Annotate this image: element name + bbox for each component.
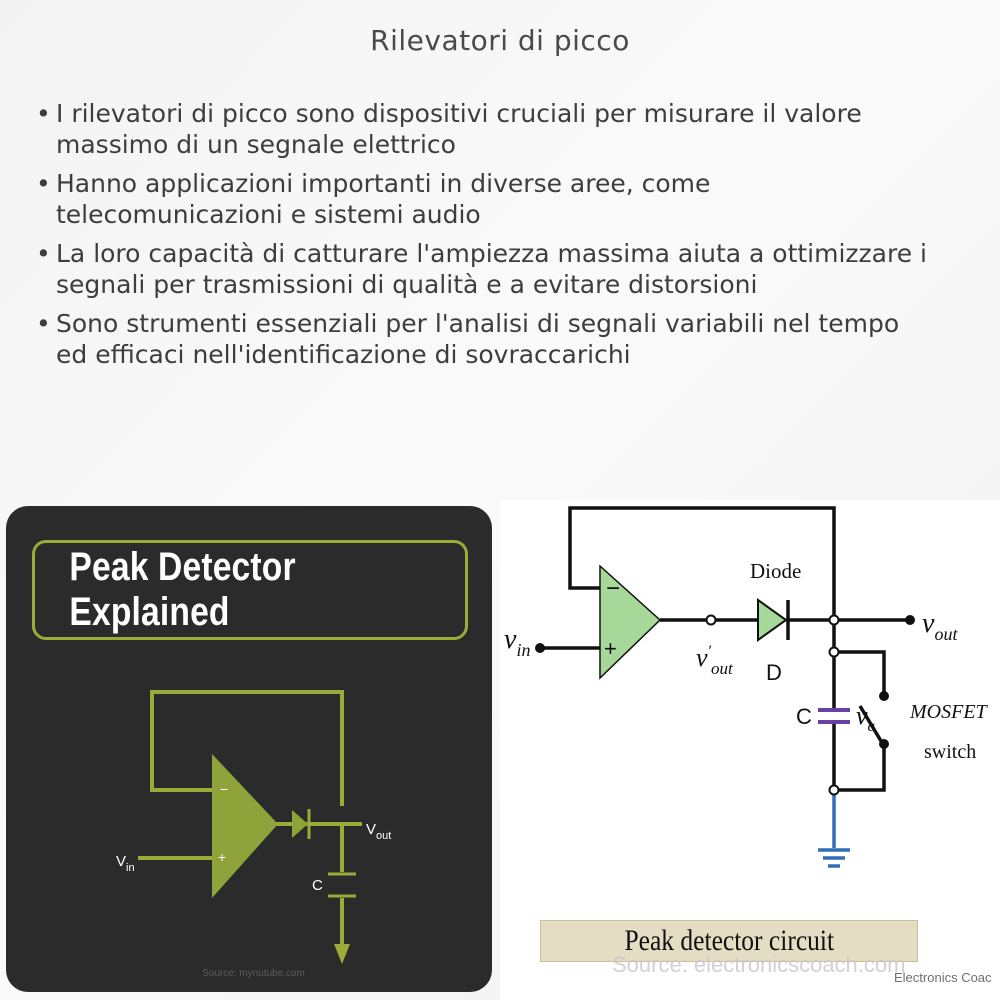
left-circuit-diagram: − + Vin Vout C [116,690,391,964]
switch-node [828,646,840,658]
vin-label: vin [504,624,530,660]
junction-node [828,614,840,626]
brand-watermark: Electronics Coac [894,970,992,985]
mosfet-label: MOSFET [909,701,989,723]
image-source: Source: electronicscoach.com [612,952,906,977]
switch-label: switch [924,741,976,763]
banner-title: Peak Detector Explained [69,545,296,634]
vin-label: Vin [116,853,135,874]
vout-label: vout [922,608,958,644]
vout-label: Vout [366,821,391,842]
diode-triangle [292,810,308,838]
opamp-plus: + [604,636,617,661]
mosfet-switch-blade [858,705,886,747]
right-circuit-diagram: − + Diode D vin v′out vout C vc MOSFET s… [504,506,989,868]
vin-terminal [535,643,545,653]
opamp-triangle [599,564,662,680]
bullet-item: I rilevatori di picco sono dispositivi c… [36,98,936,160]
bullet-list: I rilevatori di picco sono dispositivi c… [36,98,936,378]
cap-label: C [312,877,323,894]
vout-prime-node [705,614,717,626]
diode-label: Diode [750,559,801,583]
bullet-item: La loro capacità di catturare l'ampiezza… [36,238,936,300]
vc-label: vc [856,701,875,735]
peak-detector-circuit-image: − + Diode D vin v′out vout C vc MOSFET s… [500,500,1000,1000]
vout-prime-label: v′out [696,643,734,678]
bullet-item: Sono strumenti essenziali per l'analisi … [36,308,936,370]
opamp-triangle [212,754,278,898]
peak-detector-explained-image: Peak Detector Explained − + Vin Vout C S… [6,506,492,992]
switch-bottom-wire [834,746,886,792]
ground-arrow [334,944,350,964]
feedback-wire [150,690,344,806]
opamp-minus: − [606,575,620,602]
feedback-wire [568,506,836,624]
cap-bottom-node [828,784,840,796]
diode-ref-label: D [766,660,782,685]
bullet-item: Hanno applicazioni importanti in diverse… [36,168,936,230]
opamp-minus: − [220,781,228,797]
switch-top-wire [834,650,886,692]
switch-contact-top [879,691,889,701]
switch-contact-bottom [879,739,889,749]
cap-label: C [796,704,812,729]
image-source: Source: mynutube.com [202,968,305,979]
caption-box: Peak detector circuit [540,920,918,962]
caption-text: Peak detector circuit [624,924,834,957]
page-title: Rilevatori di picco [370,24,630,57]
vout-terminal [905,615,915,625]
opamp-plus: + [218,849,226,865]
diode-triangle [757,598,788,642]
banner: Peak Detector Explained [32,540,468,640]
